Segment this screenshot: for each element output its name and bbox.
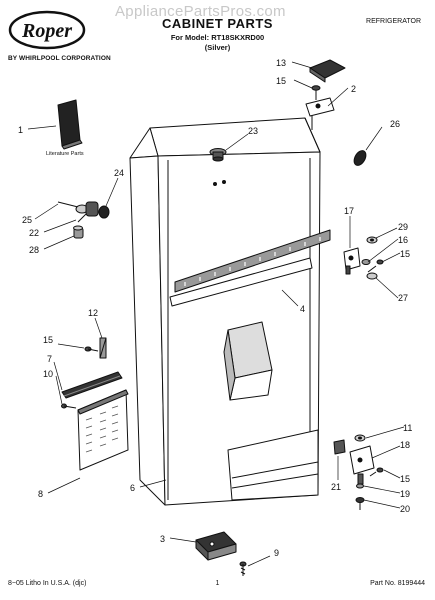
callout-15-bracket: 15: [43, 335, 53, 345]
callout-12: 12: [88, 308, 98, 318]
callout-16: 16: [398, 235, 408, 245]
callout-29: 29: [398, 222, 408, 232]
callout-6: 6: [130, 483, 135, 493]
watermark: AppliancePartsPros.com: [115, 3, 286, 20]
door-stop-plug[interactable]: [209, 148, 227, 162]
roller-screw[interactable]: [239, 561, 247, 576]
center-hinge-washer[interactable]: [366, 236, 378, 244]
control-knob-shaft[interactable]: [73, 225, 84, 239]
callout-22: 22: [29, 228, 39, 238]
model-variant: (Silver): [204, 43, 231, 52]
page-title: CABINET PARTS: [162, 16, 273, 31]
bottom-hinge-cover[interactable]: [333, 439, 346, 455]
center-hinge-screw[interactable]: [367, 259, 384, 273]
center-hinge-spacer[interactable]: [361, 259, 371, 265]
leveling-leg[interactable]: [355, 497, 365, 511]
cabinet[interactable]: [129, 117, 321, 506]
center-hinge-nut[interactable]: [366, 272, 378, 280]
callout-3: 3: [160, 534, 165, 544]
callout-10: 10: [43, 369, 53, 379]
callout-18: 18: [400, 440, 410, 450]
top-hinge-screw[interactable]: [311, 85, 321, 100]
callout-15-center: 15: [400, 249, 410, 259]
top-hinge[interactable]: [305, 97, 335, 130]
callout-27: 27: [398, 293, 408, 303]
condenser-grille[interactable]: [77, 389, 129, 471]
callout-17: 17: [344, 206, 354, 216]
callout-20: 20: [400, 504, 410, 514]
logo-text: Roper: [21, 20, 72, 42]
callout-23: 23: [248, 126, 258, 136]
bottom-hinge-washer[interactable]: [354, 434, 366, 442]
callout-1: 1: [18, 125, 23, 135]
callout-19: 19: [400, 489, 410, 499]
brand-subtitle: BY WHIRLPOOL CORPORATION: [8, 55, 111, 62]
callout-28: 28: [29, 245, 39, 255]
top-hinge-cover[interactable]: [309, 59, 346, 83]
bottom-hinge[interactable]: [349, 445, 375, 475]
model-line: For Model: RT18SKXRD00: [170, 33, 265, 42]
callout-11: 11: [403, 423, 412, 433]
literature-booklet[interactable]: [57, 99, 83, 150]
callout-25: 25: [22, 215, 32, 225]
callout-2: 2: [351, 84, 356, 94]
callout-21: 21: [331, 482, 341, 492]
center-rail[interactable]: [174, 229, 331, 293]
hinge-bracket[interactable]: [99, 337, 107, 359]
bottom-hinge-pin[interactable]: [356, 473, 364, 489]
callout-15-bottom: 15: [400, 474, 410, 484]
footer-litho: 8−05 Litho In U.S.A. (djc): [8, 580, 87, 587]
bottom-hinge-screw[interactable]: [369, 467, 384, 477]
callout-4: 4: [300, 304, 305, 314]
callout-9: 9: [274, 548, 279, 558]
callout-13: 13: [276, 58, 286, 68]
toe-grille-bar[interactable]: [61, 371, 123, 399]
callout-15-top: 15: [276, 76, 286, 86]
front-roller-assembly[interactable]: [195, 531, 237, 561]
center-hinge[interactable]: [343, 247, 361, 275]
callout-26: 26: [390, 119, 400, 129]
roper-logo: Roper: [8, 10, 86, 50]
bracket-screw[interactable]: [84, 346, 99, 352]
category-label: REFRIGERATOR: [366, 18, 421, 25]
cold-control-assembly[interactable]: [57, 201, 110, 223]
callout-7: 7: [47, 354, 52, 364]
literature-parts-label: Literature Parts: [46, 151, 84, 157]
door-stop[interactable]: [352, 149, 369, 168]
footer-part-number: Part No. 8199444: [370, 580, 425, 587]
footer-page-number: 1: [215, 580, 220, 587]
callout-24: 24: [114, 168, 124, 178]
grille-screw[interactable]: [61, 403, 77, 409]
callout-8: 8: [38, 489, 43, 499]
